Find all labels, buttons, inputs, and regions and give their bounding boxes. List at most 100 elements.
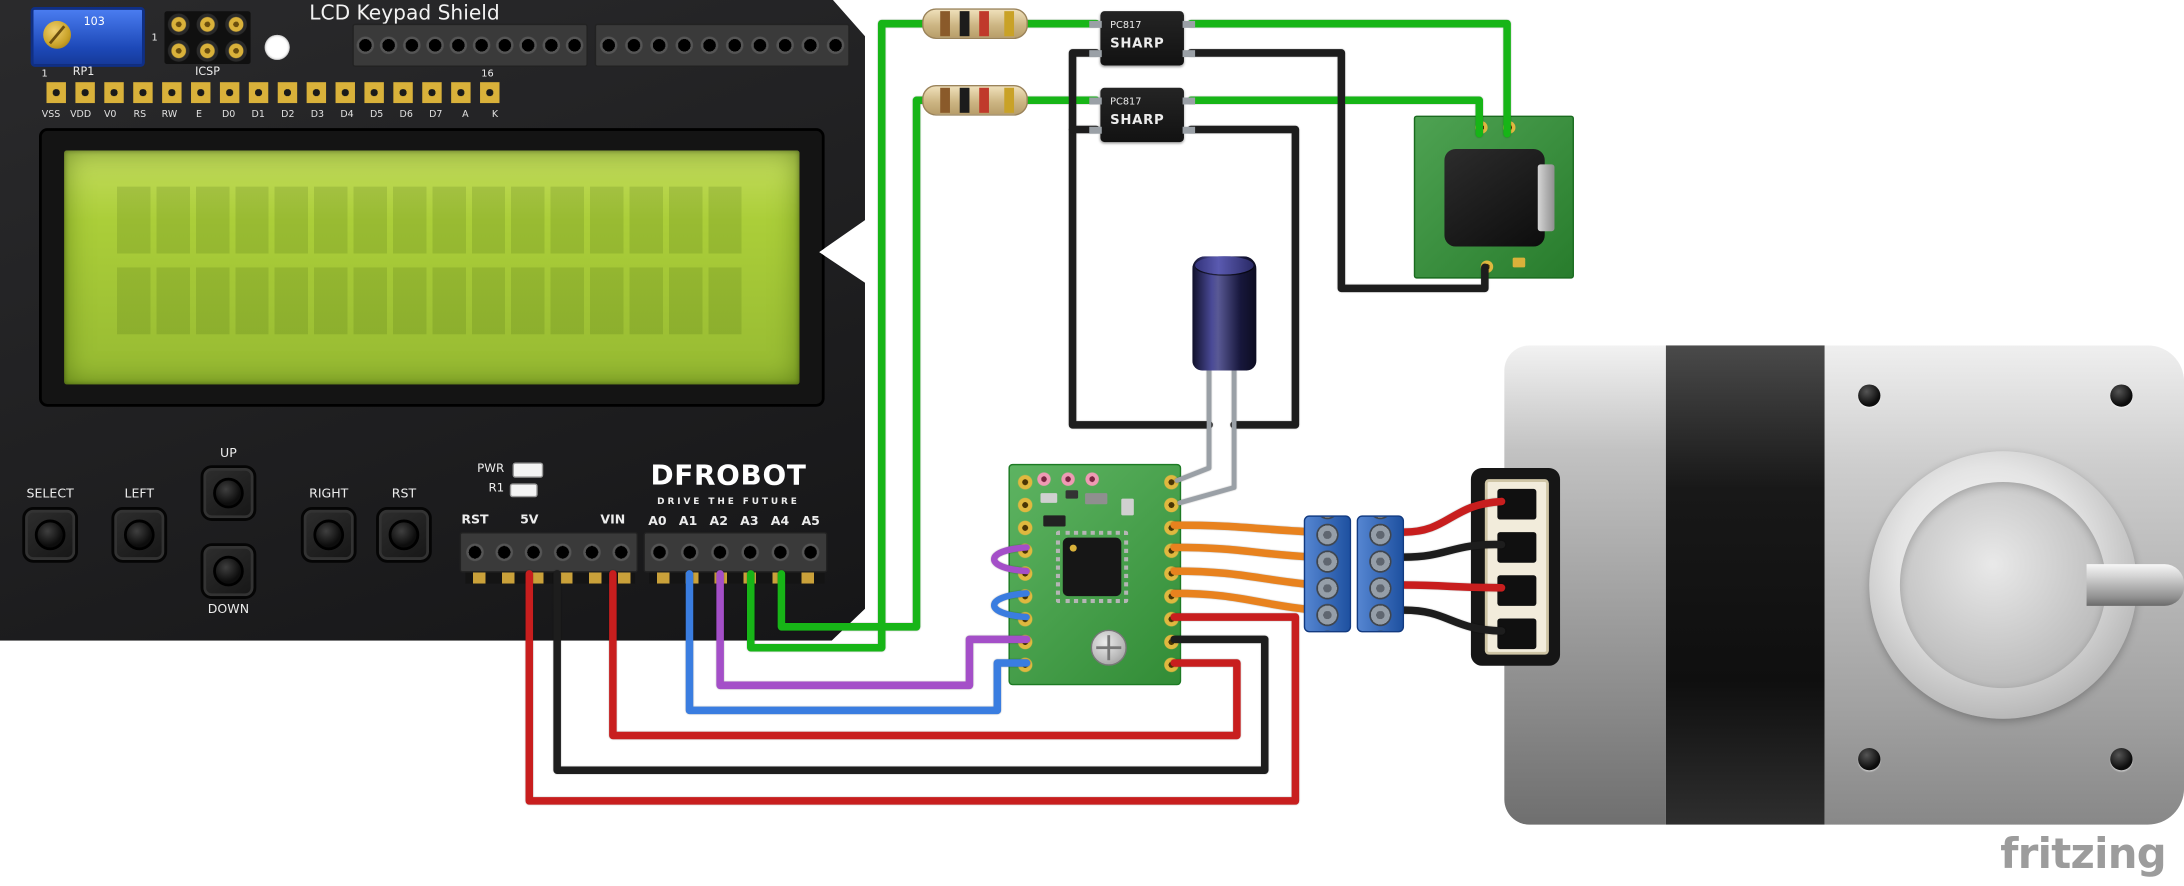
stepper-motor[interactable] (1470, 341, 2184, 829)
power-header (459, 532, 638, 573)
pin16-number: 16 (481, 68, 494, 80)
optocoupler-2[interactable]: PC817 SHARP (1089, 87, 1196, 143)
opto-pin (1182, 49, 1196, 57)
a5-pin-label: A5 (801, 515, 820, 530)
pin-label: K (491, 108, 499, 120)
power-led (512, 462, 544, 478)
rst-button-label: RST (391, 487, 417, 502)
opto-pin (1089, 20, 1102, 28)
opto-pin (1089, 49, 1102, 57)
down-button-label: DOWN (207, 603, 250, 618)
analog-header-pins (649, 570, 825, 587)
wire-black-gnd-to-driver[interactable] (553, 570, 1269, 775)
optocoupler-1[interactable]: PC817 SHARP (1089, 11, 1196, 66)
vin-pin-label: VIN (600, 513, 626, 528)
motor-screw (1858, 747, 1881, 771)
left-button (111, 507, 168, 563)
wire-green-a4-to-opto2[interactable] (777, 96, 1100, 631)
trimmer-screw-icon (43, 20, 72, 49)
module-component (1444, 149, 1545, 247)
pin-label: D5 (369, 108, 384, 120)
wire-red-5v-to-driver[interactable] (525, 570, 1300, 805)
sensor-module-board[interactable] (1413, 115, 1574, 279)
pwr-label: PWR (477, 462, 505, 477)
resistor-band-gold (1004, 87, 1015, 113)
current-adjust-potentiometer (1090, 629, 1127, 666)
a1-pin-label: A1 (678, 515, 698, 530)
terminal-block-left[interactable] (1303, 515, 1352, 633)
wire-black-motor-b-minus[interactable] (1400, 606, 1506, 635)
pin-label: RS (133, 108, 147, 120)
motor-stator-band (1665, 345, 1825, 825)
analog-pin-labels: A0 A1 A2 A3 A4 A5 (642, 515, 826, 529)
wire-orange-coil-1[interactable] (1170, 521, 1319, 536)
driver-ic-chip (1055, 530, 1129, 604)
wire-red-motor-b-plus[interactable] (1400, 581, 1506, 592)
r1-resistor (509, 483, 538, 498)
left-button-label: LEFT (124, 487, 155, 502)
pin-label: A (462, 108, 469, 120)
wire-black-opto1-to-module[interactable] (1187, 49, 1489, 293)
wire-orange-coil-4[interactable] (1170, 589, 1319, 614)
smd-part (1085, 493, 1108, 505)
wire-red-vin-to-driver[interactable] (609, 570, 1241, 740)
wire-green-opto1-to-module[interactable] (1187, 19, 1511, 138)
terminal-block-right[interactable] (1356, 515, 1405, 633)
wire-orange-coil-2[interactable] (1170, 543, 1319, 561)
wire-purple-a2-to-driver[interactable] (716, 570, 1031, 690)
a2-pin-label: A2 (709, 515, 728, 530)
smd-part (1121, 498, 1134, 516)
opto-pin (1182, 96, 1196, 104)
jumper-purple-driver[interactable] (991, 544, 1030, 575)
pin-label: D4 (340, 108, 354, 120)
icsp-label: ICSP (195, 65, 220, 79)
resistor-2[interactable] (922, 84, 1028, 116)
fritzing-watermark: fritzing (2000, 830, 2167, 879)
resistor-band-black (959, 87, 970, 113)
right-button (300, 507, 357, 563)
capacitor-lead-positive (1174, 357, 1212, 483)
module-metal-tab (1537, 164, 1555, 232)
wire-black-motor-a-minus[interactable] (1400, 540, 1506, 561)
resistor-band-brown (940, 11, 950, 37)
wire-green-a3-to-opto1[interactable] (747, 19, 1100, 652)
motor-screw (2110, 384, 2133, 407)
resistor-band-red (979, 11, 989, 37)
wire-orange-coil-3[interactable] (1170, 567, 1319, 589)
wire-blue-a1-to-driver[interactable] (685, 570, 1031, 715)
resistor-band-brown (940, 87, 950, 113)
motor-shaft (2086, 564, 2184, 606)
shield-title: LCD Keypad Shield (309, 2, 500, 26)
wire-black-opto2-to-cap[interactable] (1187, 125, 1300, 429)
lcd-keypad-shield[interactable]: LCD Keypad Shield 103 RP1 1 ICSP 1 16 VS… (0, 0, 865, 641)
pin1-number: 1 (41, 68, 48, 80)
resistor-1[interactable] (922, 8, 1028, 40)
module-solder-pad (1512, 257, 1526, 268)
a4-pin-label: A4 (770, 515, 790, 530)
electrolytic-capacitor[interactable] (1192, 256, 1257, 371)
wire-black-opto1-ground[interactable] (1068, 49, 1213, 429)
stepper-driver-board[interactable] (1008, 463, 1182, 686)
smd-part (1065, 490, 1079, 499)
opto-pin (1089, 96, 1102, 104)
trimmer-value: 103 (83, 15, 105, 28)
pin-label: D3 (310, 108, 325, 120)
rst-pin-label: RST (461, 513, 489, 528)
driver-left-pads (1016, 470, 1034, 680)
jumper-blue-driver[interactable] (991, 590, 1030, 621)
pin-label: D7 (429, 108, 443, 120)
pin-label: RW (161, 108, 178, 120)
driver-pink-pads (1034, 470, 1108, 488)
wire-green-opto2-to-module[interactable] (1187, 96, 1484, 138)
up-button-label: UP (220, 447, 237, 462)
5v-pin-label: 5V (520, 513, 539, 528)
opto-brand: SHARP (1110, 36, 1165, 52)
pin-label: VDD (70, 108, 92, 120)
resistor-band-gold (1004, 11, 1015, 37)
smd-part (1043, 515, 1066, 527)
mounting-hole (264, 34, 290, 60)
pin-label: V0 (103, 108, 117, 120)
opto-pin (1089, 126, 1102, 134)
wire-red-motor-a-plus[interactable] (1400, 497, 1506, 536)
